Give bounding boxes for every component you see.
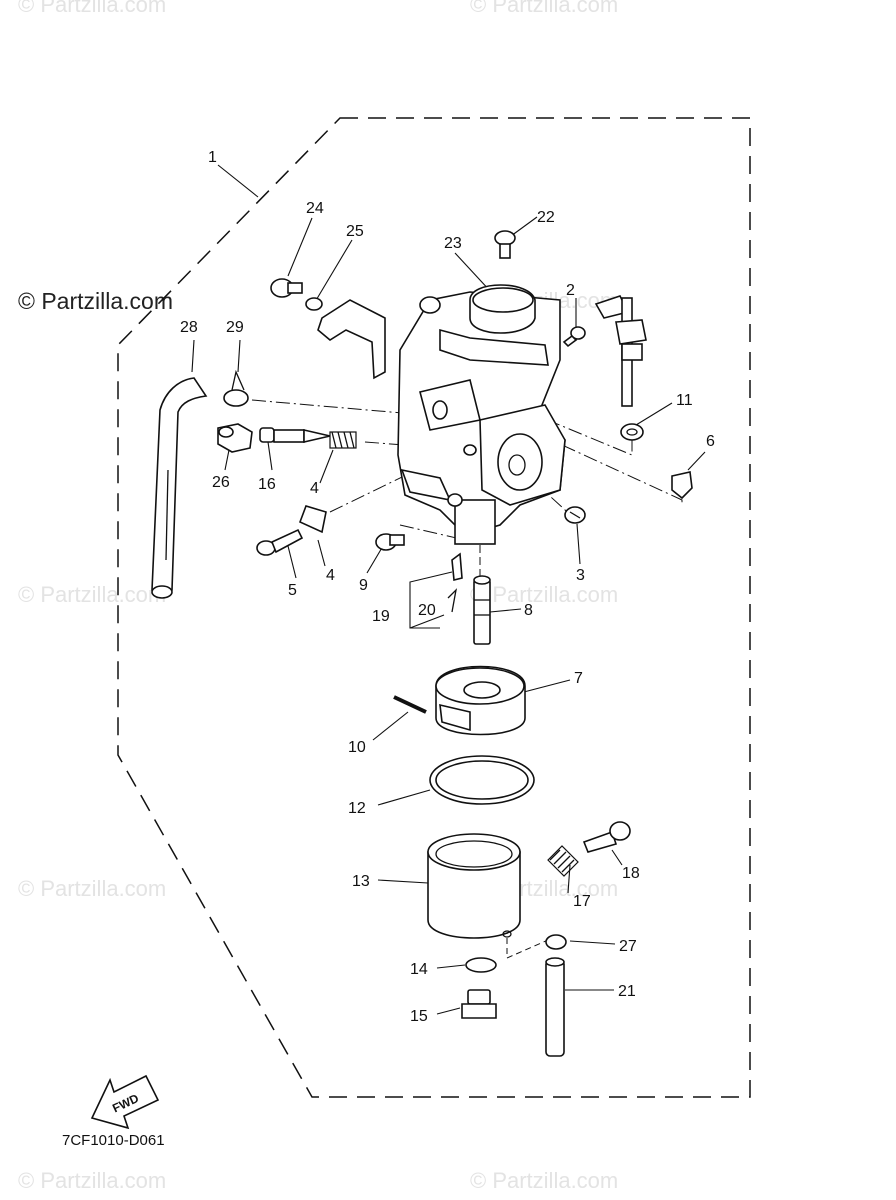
callout-18: 18 (622, 865, 640, 882)
callout-16: 16 (258, 476, 276, 493)
hose-clip (223, 369, 249, 407)
pilot-screw (259, 427, 331, 444)
callout-28: 28 (180, 319, 198, 336)
clip-27 (545, 934, 567, 950)
screw-22 (494, 230, 516, 259)
callout-8: 8 (524, 602, 533, 619)
watermark-mid-left: © Partzilla.com (18, 582, 167, 607)
callout-27: 27 (619, 938, 637, 955)
callout-15: 15 (410, 1008, 428, 1025)
callout-4a: 4 (310, 480, 319, 497)
callout-22: 22 (537, 209, 555, 226)
float (435, 665, 526, 736)
float-bowl (427, 833, 521, 939)
carburetor-body (397, 284, 566, 545)
watermark-bottom-right: © Partzilla.com (470, 1168, 619, 1193)
callout-23: 23 (444, 235, 462, 252)
callout-2: 2 (566, 282, 575, 299)
choke-rod (594, 295, 647, 407)
callout-29: 29 (226, 319, 244, 336)
callout-9: 9 (359, 577, 368, 594)
needle-clip (447, 588, 458, 613)
callout-10: 10 (348, 739, 366, 756)
callout-24: 24 (306, 200, 324, 217)
watermark-bottom-left: © Partzilla.com (18, 1168, 167, 1193)
watermark-low-left: © Partzilla.com (18, 876, 167, 901)
main-jet (473, 575, 491, 645)
callout-13: 13 (352, 873, 370, 890)
washer-11 (620, 423, 644, 441)
callout-25: 25 (346, 223, 364, 240)
drain-plug (461, 989, 497, 1019)
plug-6 (671, 471, 693, 500)
callout-3: 3 (576, 567, 585, 584)
spring-17 (547, 845, 579, 877)
callout-labels: 1 2 3 4 4 5 6 7 8 9 10 11 12 13 14 15 16… (180, 149, 715, 1025)
throttle-stop-screw (256, 528, 304, 556)
screw-3 (564, 506, 586, 524)
washer-25 (305, 297, 323, 311)
bolt-24 (270, 278, 303, 298)
callout-7: 7 (574, 670, 583, 687)
watermark-upper-left-dark: © Partzilla.com (18, 288, 173, 314)
drain-hose (545, 957, 565, 1057)
diagram-code: 7CF1010-D061 (62, 1132, 165, 1149)
float-bowl-gasket (429, 755, 535, 805)
callout-4b: 4 (326, 567, 335, 584)
callout-17: 17 (573, 893, 591, 910)
fuel-hose (151, 377, 208, 599)
spring-lower (298, 505, 327, 534)
pilot-screw-cap (217, 423, 253, 453)
watermark-mid-right: © Partzilla.com (470, 582, 619, 607)
callout-5: 5 (288, 582, 297, 599)
screw-9 (375, 533, 405, 551)
callout-12: 12 (348, 800, 366, 817)
spring-upper (329, 431, 357, 449)
callout-14: 14 (410, 961, 428, 978)
callout-26: 26 (212, 474, 230, 491)
screw-18 (582, 821, 631, 853)
callout-20: 20 (418, 602, 436, 619)
callout-19: 19 (372, 608, 390, 625)
callout-6: 6 (706, 433, 715, 450)
callout-21: 21 (618, 983, 636, 1000)
washer-14 (465, 957, 497, 973)
needle-valve (451, 552, 463, 582)
fwd-arrow-icon: FWD (90, 1074, 160, 1130)
watermark-top-left: © Partzilla.com (18, 0, 167, 17)
callout-11: 11 (676, 392, 693, 409)
bracket (317, 299, 386, 380)
callout-1: 1 (208, 149, 217, 166)
float-pin (393, 695, 427, 714)
assembly-outline (117, 117, 751, 1098)
screw-2 (562, 326, 586, 348)
watermark-top-right: © Partzilla.com (470, 0, 619, 17)
